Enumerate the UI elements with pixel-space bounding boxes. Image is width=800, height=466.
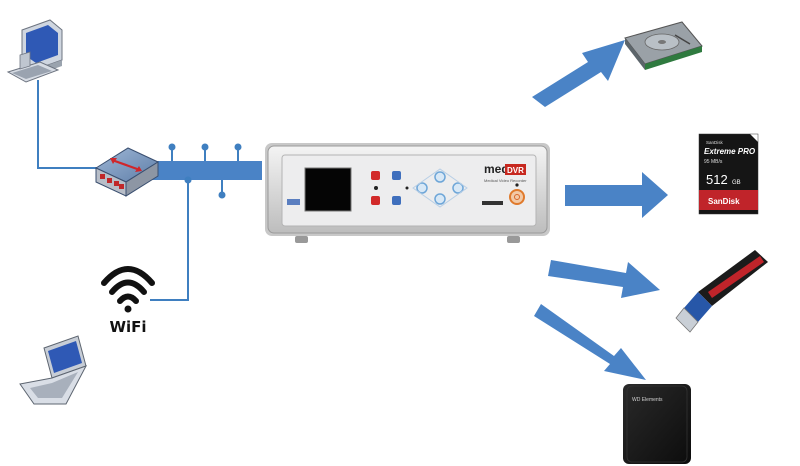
arrow-to-sdcard <box>565 172 668 218</box>
wifi-label: WiFi <box>109 318 147 336</box>
arrow-to-drive <box>534 304 646 380</box>
bus-node <box>184 176 192 184</box>
sdcard-brand-top: SanDisk <box>706 140 724 145</box>
device-video-button <box>371 196 380 205</box>
usb-drive-icon <box>675 250 768 333</box>
wifi-link-line <box>150 180 189 301</box>
laptop-icon <box>19 335 88 405</box>
sdcard-brand: SanDisk <box>708 197 740 206</box>
device-patient-button <box>392 196 401 205</box>
device-power-button <box>509 189 525 205</box>
bus-node <box>234 143 242 151</box>
device-brand-suffix: DVR <box>507 166 524 175</box>
network-bus-bar <box>152 161 262 180</box>
device-menu-button <box>392 171 401 180</box>
desktop-computer-icon <box>6 19 63 83</box>
arrow-to-hdd <box>532 40 625 107</box>
sdcard-product: Extreme PRO <box>704 147 756 156</box>
device-screen <box>304 167 352 212</box>
medidvr-device: medi DVR Medical Video Recorder <box>265 143 550 243</box>
output-arrows <box>532 40 668 380</box>
network-switch-icon <box>94 147 160 197</box>
bus-node <box>168 143 176 151</box>
device-nav-pad <box>412 168 468 208</box>
sdcard-capacity: 512 <box>706 172 728 187</box>
arrow-to-usb <box>548 260 660 298</box>
sd-card-icon: SanDisk Extreme PRO 95 MB/s 512 GB SanDi… <box>698 133 759 215</box>
bus-node <box>218 191 226 199</box>
device-photo-button <box>371 171 380 180</box>
bus-node <box>201 143 209 151</box>
sdcard-speed: 95 MB/s <box>704 159 723 165</box>
device-card-slot <box>482 201 503 205</box>
device-subtitle: Medical Video Recorder <box>484 178 527 183</box>
sdcard-unit: GB <box>732 180 741 186</box>
external-drive-label: WD Elements <box>632 397 663 403</box>
wifi-icon <box>101 266 155 313</box>
connection-lines <box>37 80 262 301</box>
desktop-link-line <box>37 80 100 169</box>
external-drive-icon: WD Elements <box>623 384 691 464</box>
hard-drive-icon <box>624 21 703 70</box>
